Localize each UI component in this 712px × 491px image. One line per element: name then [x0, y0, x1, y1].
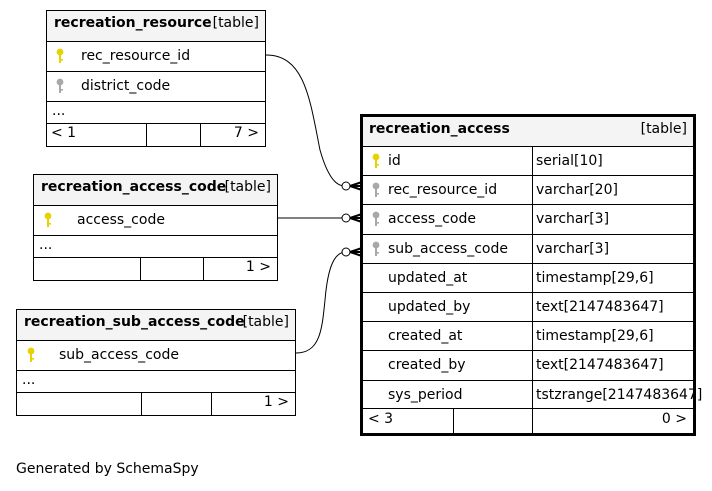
- table-footer: < 1 7 >: [47, 123, 265, 146]
- edge-sub-access-code: [295, 251, 347, 354]
- column-type: text[2147483647]: [536, 299, 664, 315]
- crowfoot-sub-access-code: [341, 247, 363, 257]
- edge-rec-resource-id: [265, 54, 347, 187]
- column-type: varchar[3]: [536, 211, 610, 228]
- column-name: district_code: [81, 78, 171, 94]
- children-count[interactable]: 7 >: [233, 125, 259, 141]
- column-type: tstzrange[2147483647]: [536, 386, 703, 403]
- more-columns-row: ...: [47, 101, 265, 123]
- key-icon: [372, 241, 380, 256]
- column-name: updated_at: [388, 269, 468, 286]
- table-name: recreation_resource: [54, 15, 212, 31]
- key-icon: [56, 78, 64, 93]
- table-header: recreation_resource [table]: [47, 11, 265, 41]
- table-recreation-resource[interactable]: recreation_resource [table] rec_resource…: [46, 10, 266, 147]
- children-count[interactable]: 0 >: [661, 411, 687, 427]
- table-footer: < 3 0 >: [363, 408, 693, 433]
- table-tag: [table]: [224, 179, 271, 195]
- table-header: recreation_access [table]: [363, 117, 693, 146]
- table-tag: [table]: [640, 121, 687, 137]
- column-name: created_by: [388, 357, 466, 374]
- table-recreation-sub-access-code[interactable]: recreation_sub_access_code [table] sub_a…: [16, 309, 296, 416]
- table-recreation-access-code[interactable]: recreation_access_code [table] access_co…: [33, 174, 278, 281]
- table-recreation-access[interactable]: recreation_access [table] id serial[10] re…: [360, 114, 702, 436]
- more-columns-row: ...: [17, 370, 295, 392]
- column-row[interactable]: sys_period tstzrange[2147483647]: [363, 379, 702, 409]
- more-indicator: ...: [39, 237, 53, 253]
- more-columns-row: ...: [34, 235, 277, 257]
- key-icon: [372, 211, 380, 227]
- column-row[interactable]: rec_resource_id: [47, 41, 265, 71]
- table-name: recreation_sub_access_code: [24, 314, 245, 330]
- column-row[interactable]: id serial[10]: [363, 146, 693, 176]
- more-indicator: ...: [22, 372, 36, 388]
- column-name: id: [388, 153, 401, 169]
- column-row[interactable]: sub_access_code: [17, 340, 295, 370]
- column-type: serial[10]: [536, 153, 603, 169]
- parents-count[interactable]: < 1: [51, 125, 77, 141]
- column-row[interactable]: access_code varchar[3]: [363, 204, 693, 234]
- column-row[interactable]: district_code: [47, 71, 265, 101]
- column-name: sys_period: [388, 386, 463, 403]
- column-name: rec_resource_id: [388, 182, 498, 199]
- key-icon: [56, 48, 64, 63]
- more-indicator: ...: [52, 103, 66, 119]
- crowfoot-access-code: [341, 213, 363, 223]
- table-footer: 1 >: [17, 392, 295, 415]
- table-tag: [table]: [242, 314, 289, 330]
- key-icon: [372, 153, 380, 168]
- column-type: timestamp[29,6]: [536, 328, 654, 345]
- column-row[interactable]: access_code: [34, 205, 277, 235]
- column-name: rec_resource_id: [81, 48, 191, 64]
- crowfoot-rec-resource-id: [341, 181, 363, 191]
- column-type: text[2147483647]: [536, 357, 664, 374]
- column-type: varchar[20]: [536, 182, 618, 199]
- column-row[interactable]: created_at timestamp[29,6]: [363, 321, 693, 351]
- table-footer: 1 >: [34, 257, 277, 280]
- key-icon: [372, 182, 380, 198]
- column-name: access_code: [388, 211, 476, 228]
- generated-by-label: Generated by SchemaSpy: [16, 461, 199, 477]
- parents-count[interactable]: < 3: [368, 411, 394, 427]
- column-type: varchar[3]: [536, 240, 610, 257]
- column-name: access_code: [77, 212, 165, 228]
- column-row[interactable]: updated_at timestamp[29,6]: [363, 262, 693, 292]
- children-count[interactable]: 1 >: [263, 394, 289, 410]
- table-tag: [table]: [212, 15, 259, 31]
- table-header: recreation_access_code [table]: [34, 175, 277, 205]
- column-name: updated_by: [388, 299, 471, 315]
- column-row[interactable]: created_by text[2147483647]: [363, 350, 693, 380]
- column-name: created_at: [388, 328, 463, 345]
- children-count[interactable]: 1 >: [245, 259, 271, 275]
- table-name: recreation_access_code: [41, 179, 227, 195]
- column-type: timestamp[29,6]: [536, 269, 654, 286]
- table-name: recreation_access: [369, 121, 510, 137]
- key-icon: [44, 212, 52, 227]
- column-name: sub_access_code: [388, 240, 508, 257]
- key-icon: [27, 347, 35, 362]
- column-row[interactable]: updated_by text[2147483647]: [363, 292, 693, 322]
- column-row[interactable]: sub_access_code varchar[3]: [363, 233, 693, 263]
- table-header: recreation_sub_access_code [table]: [17, 310, 295, 340]
- column-row[interactable]: rec_resource_id varchar[20]: [363, 175, 693, 205]
- column-name: sub_access_code: [59, 347, 179, 363]
